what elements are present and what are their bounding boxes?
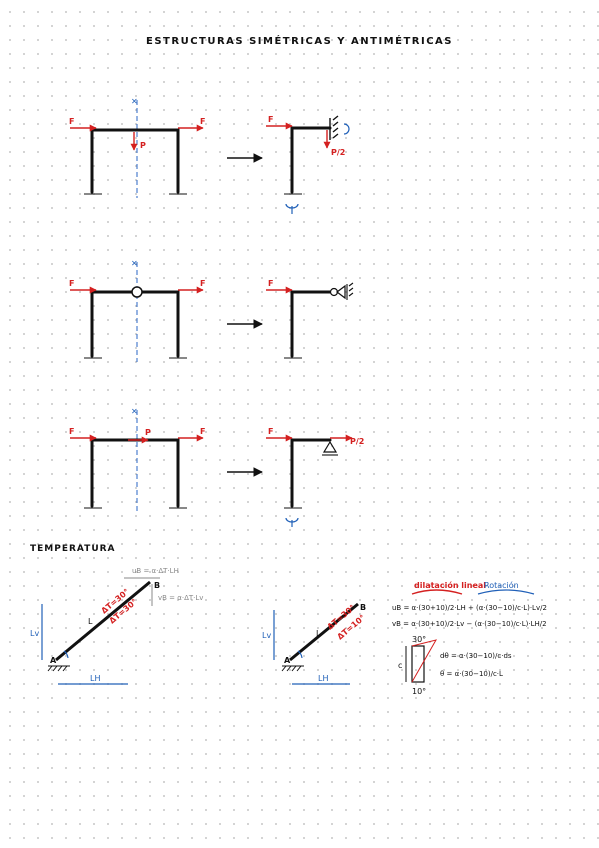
equation: vB = α·(30+10)/2·Lv − (α·(30−10)/c·L)·LH… bbox=[392, 620, 547, 628]
length-label: L bbox=[316, 629, 321, 638]
length-label: LH bbox=[90, 674, 100, 683]
section-title-temperatura: TEMPERATURA bbox=[30, 544, 116, 554]
load-label: F bbox=[268, 115, 273, 124]
length-label: Lv bbox=[262, 631, 271, 640]
load-label: P bbox=[145, 428, 151, 437]
frame-1-half: F P/2 bbox=[266, 115, 350, 214]
load-label: F bbox=[200, 117, 205, 126]
load-label: P/2 bbox=[331, 148, 345, 157]
equation: θ = α·(30−10)/c·L bbox=[440, 670, 503, 678]
node-label: A bbox=[284, 656, 291, 665]
displacement-note: uB = α·ΔT·LH bbox=[132, 567, 179, 575]
length-label: LH bbox=[318, 674, 328, 683]
temperature-bottom-label: 10° bbox=[412, 687, 426, 696]
frame-2-half: F bbox=[266, 279, 354, 359]
displacement-note: vB = α·ΔT·Lv bbox=[158, 594, 203, 602]
temperature-top-label: 30° bbox=[412, 635, 426, 644]
equation: dθ = α·(30−10)/c·ds bbox=[440, 652, 512, 660]
frame-3-half: P/2 F bbox=[266, 427, 364, 527]
temperature-bar-2: A B L Lv LH ΔT=30° ΔT=10° bbox=[262, 602, 367, 685]
frame-2-full: ✕ F F bbox=[69, 259, 205, 362]
load-label: F bbox=[69, 279, 74, 288]
symmetry-axis-marker: ✕ bbox=[131, 259, 138, 268]
load-label: F bbox=[69, 117, 74, 126]
load-label: P bbox=[140, 141, 146, 150]
symmetry-axis-marker: ✕ bbox=[131, 97, 138, 106]
frame-1-full: ✕ F F P bbox=[69, 97, 205, 198]
node-label: A bbox=[50, 656, 57, 665]
frame-3-full: ✕ F F P bbox=[69, 407, 205, 512]
section-height-label: c bbox=[398, 661, 402, 670]
group-label: Rotación bbox=[484, 580, 519, 590]
length-label: Lv bbox=[30, 629, 39, 638]
temperature-equations: dilatación lineal Rotación uB = α·(30+10… bbox=[392, 580, 547, 696]
load-label: F bbox=[200, 427, 205, 436]
load-label: F bbox=[69, 427, 74, 436]
equation: uB = α·(30+10)/2·LH + (α·(30−10)/c·L)·Lv… bbox=[392, 604, 547, 612]
symmetry-axis-marker: ✕ bbox=[131, 407, 138, 416]
length-label: L bbox=[88, 617, 93, 626]
load-label: P/2 bbox=[350, 437, 364, 446]
page-title: ESTRUCTURAS SIMÉTRICAS Y ANTIMÉTRICAS bbox=[146, 36, 453, 47]
group-label: dilatación lineal bbox=[414, 580, 486, 590]
temperature-bar-1: A B L Lv LH ΔT=30° ΔT=30° uB = α·ΔT·LH v… bbox=[30, 567, 203, 685]
load-label: F bbox=[268, 279, 273, 288]
load-label: F bbox=[200, 279, 205, 288]
node-label: B bbox=[360, 603, 366, 612]
node-label: B bbox=[154, 581, 160, 590]
load-label: F bbox=[268, 427, 273, 436]
